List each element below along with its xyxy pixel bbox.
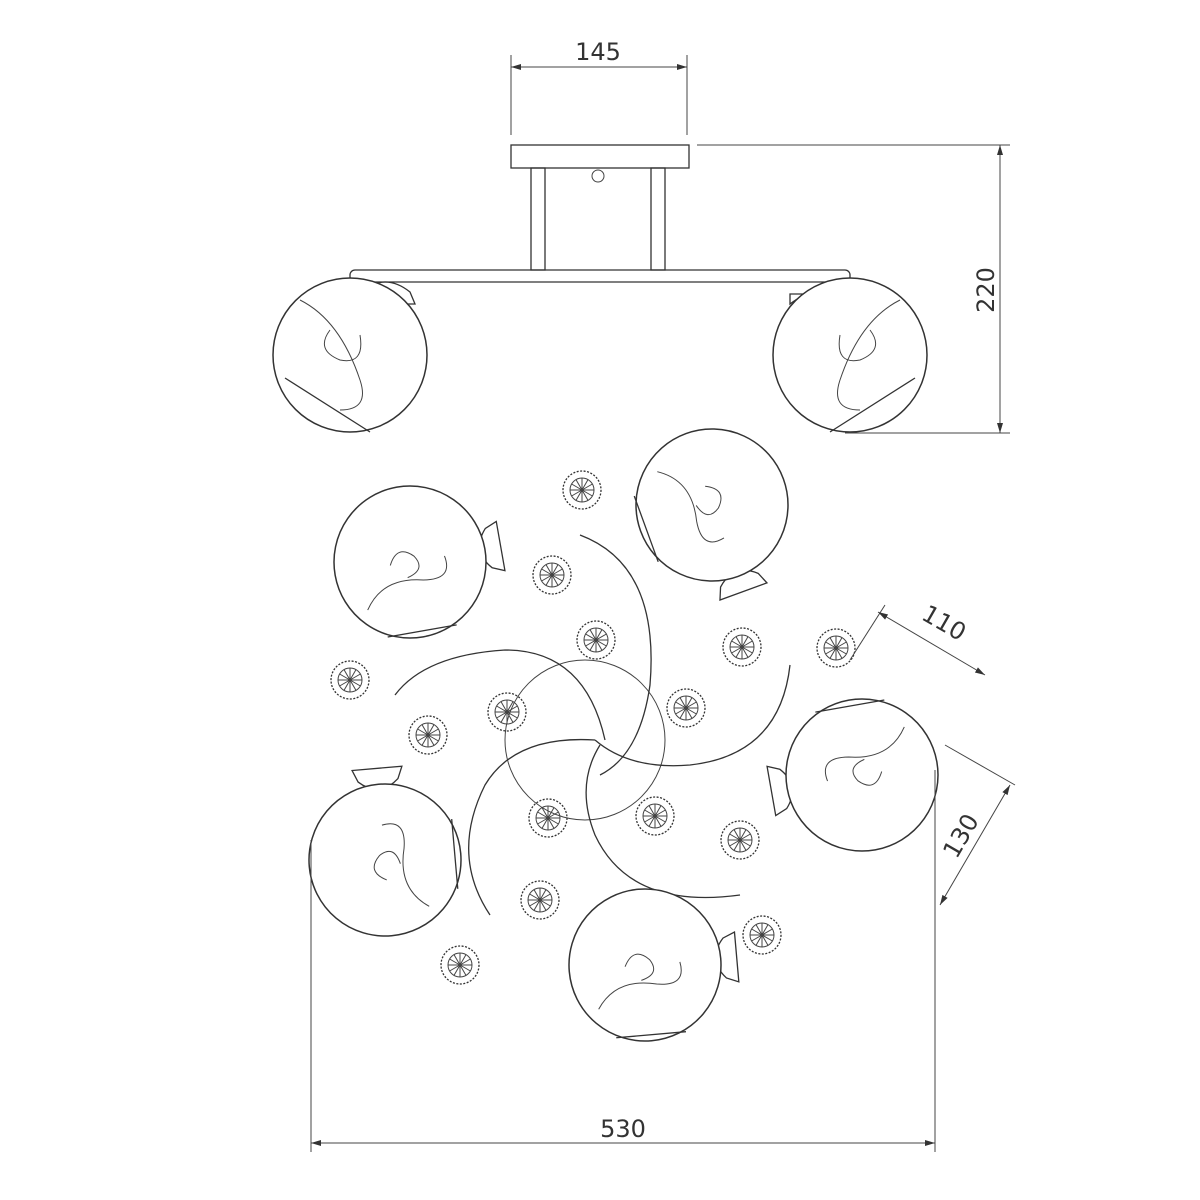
crystal	[532, 555, 572, 595]
shade-right	[772, 277, 928, 433]
arm	[585, 744, 741, 899]
crystal	[635, 796, 675, 836]
crystal	[816, 628, 856, 668]
arm	[594, 664, 791, 767]
glass-shade	[333, 485, 506, 639]
arm	[394, 649, 606, 741]
cross-bar	[349, 269, 851, 283]
crystal	[666, 688, 706, 728]
crystal	[720, 820, 760, 860]
crystal	[408, 715, 448, 755]
screw	[591, 169, 605, 183]
glass-shade	[633, 428, 789, 601]
crystal	[528, 798, 568, 838]
top-view	[308, 428, 939, 1042]
crystal	[330, 660, 370, 700]
dimension-height: 220	[697, 144, 1010, 434]
dimension-overall: 530	[310, 770, 936, 1152]
dimension-plate-width: 145	[510, 38, 688, 135]
side-view	[272, 144, 928, 433]
center-hub	[504, 659, 666, 821]
glass-shade	[766, 698, 939, 852]
rod-right	[650, 167, 666, 271]
crystal	[562, 470, 602, 510]
dim-label-530: 530	[600, 1115, 646, 1143]
rod-left	[530, 167, 546, 271]
glass-shade	[568, 888, 740, 1042]
dim-label-130: 130	[937, 809, 984, 863]
dim-label-220: 220	[972, 267, 1000, 313]
crystal	[520, 880, 560, 920]
crystal	[576, 620, 616, 660]
glass-shade	[308, 765, 462, 937]
dim-label-145: 145	[575, 38, 621, 66]
arm	[468, 738, 596, 916]
ceiling-plate	[510, 144, 690, 169]
arm	[579, 534, 652, 776]
shade-left	[272, 277, 428, 433]
crystal	[440, 945, 480, 985]
crystal	[487, 692, 527, 732]
crystal	[742, 915, 782, 955]
crystal	[722, 627, 762, 667]
